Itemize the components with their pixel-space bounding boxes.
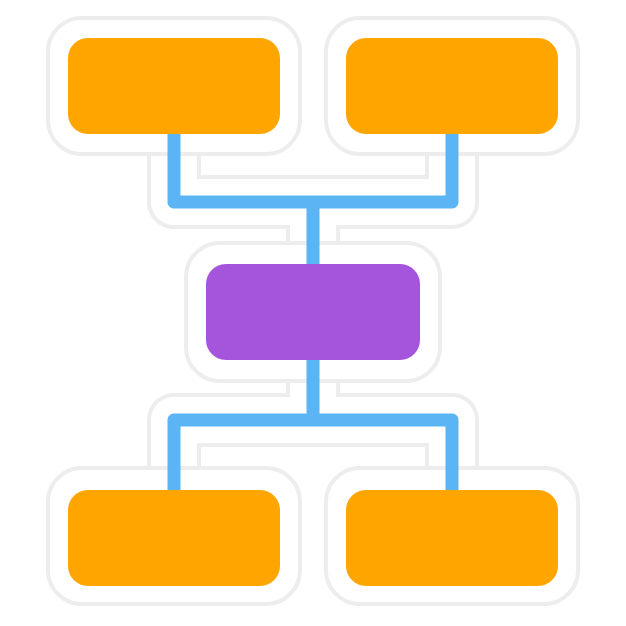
node-top-left bbox=[68, 38, 280, 134]
node-top-right bbox=[346, 38, 558, 134]
connectors bbox=[167, 132, 459, 492]
connector-bottom bbox=[167, 413, 459, 492]
node-bottom-right bbox=[346, 490, 558, 586]
node-bottom-left bbox=[68, 490, 280, 586]
node-center bbox=[206, 264, 420, 360]
